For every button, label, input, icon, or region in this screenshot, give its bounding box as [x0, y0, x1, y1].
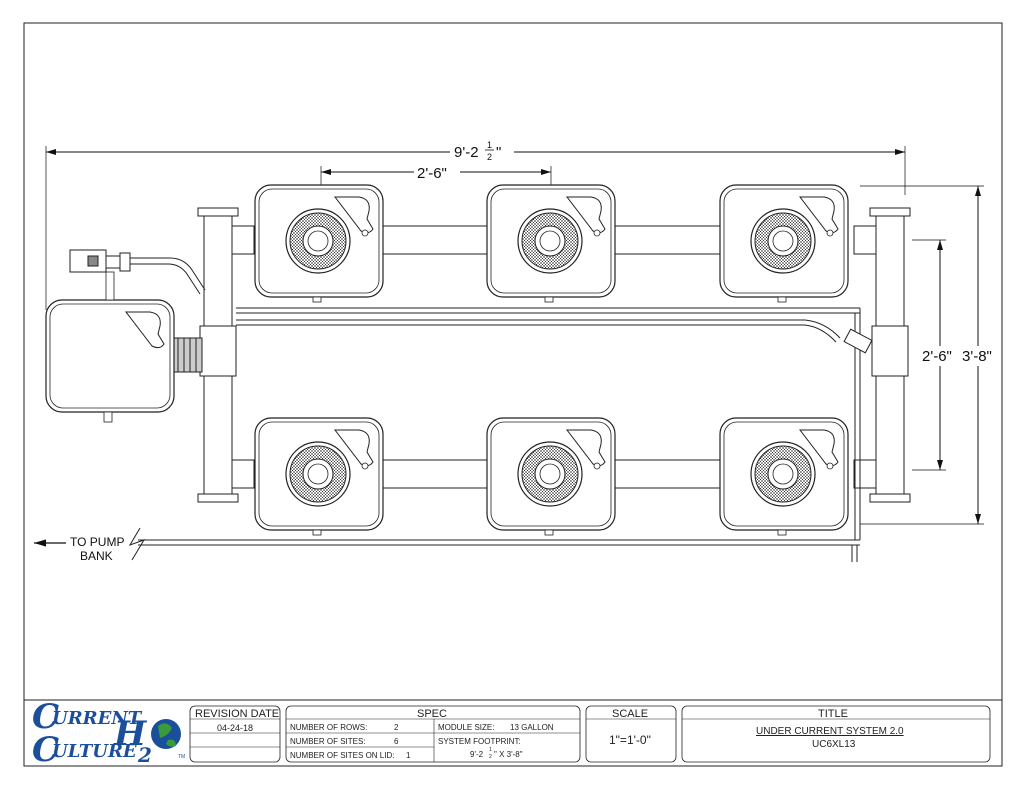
controller-bucket [45, 271, 175, 423]
overall-width-label: 3'-8" [962, 348, 992, 365]
scale-value: 1"=1'-0" [609, 733, 651, 747]
pump-label-line2: BANK [80, 549, 113, 563]
lid-value: 1 [406, 751, 411, 760]
svg-text:2: 2 [489, 754, 492, 760]
module-bottom-2 [486, 417, 616, 536]
svg-text:H: H [113, 714, 148, 754]
left-manifold [171, 207, 255, 503]
lid-label: NUMBER OF SITES ON LID: [290, 751, 394, 760]
spec-header: SPEC [417, 708, 447, 720]
module-connectors [381, 225, 721, 489]
module-bottom-3 [719, 417, 849, 536]
overall-width-dimension: 3'-8" [860, 185, 1000, 525]
model-value: UC6XL13 [812, 739, 856, 750]
valve-assembly [69, 249, 206, 295]
row-spacing-dimension: 2'-6" [912, 239, 960, 471]
right-manifold [853, 207, 911, 503]
overall-length-whole: 9'-2 [454, 144, 479, 161]
title-block: C URRENT C ULTURE H 2 TM REVISION DATE 0… [24, 697, 1002, 770]
svg-text:ULTURE: ULTURE [52, 741, 137, 762]
module-spacing-label: 2'-6" [417, 165, 447, 182]
svg-text:URRENT: URRENT [52, 708, 143, 729]
svg-text:2: 2 [137, 743, 152, 767]
svg-text:C: C [32, 697, 59, 737]
rows-label: NUMBER OF ROWS: [290, 723, 367, 732]
title-value: UNDER CURRENT SYSTEM 2.0 [756, 726, 904, 737]
module-top-3 [719, 184, 849, 303]
overall-length-frac-den: 2 [487, 152, 492, 162]
title-header: TITLE [818, 708, 848, 720]
revision-date: 04-24-18 [217, 723, 253, 733]
row-spacing-label: 2'-6" [922, 348, 952, 365]
module-size-label: MODULE SIZE: [438, 723, 494, 732]
pump-bank-callout: TO PUMP BANK [34, 527, 146, 563]
svg-text:1: 1 [489, 747, 492, 753]
module-top-1 [254, 184, 384, 303]
sites-value: 6 [394, 737, 399, 746]
pump-label-line1: TO PUMP [70, 535, 124, 549]
overall-length-dimension: 9'-2 1 2 " [45, 138, 906, 310]
footprint-label: SYSTEM FOOTPRINT: [438, 737, 521, 746]
sheet-border [23, 22, 1003, 767]
svg-text:C: C [32, 730, 59, 770]
svg-text:TM: TM [178, 754, 185, 760]
rows-value: 2 [394, 723, 399, 732]
svg-text:9'-2: 9'-2 [470, 750, 484, 759]
overall-length-frac-num: 1 [487, 140, 492, 150]
module-top-2 [486, 184, 616, 303]
module-bottom-1 [254, 417, 384, 536]
company-logo: C URRENT C ULTURE H 2 TM [32, 697, 185, 770]
revision-header: REVISION DATE [195, 708, 279, 720]
sites-label: NUMBER OF SITES: [290, 737, 366, 746]
scale-header: SCALE [612, 708, 648, 720]
footprint-value: 9'-2 1 2 " X 3'-8" [470, 747, 523, 760]
return-lines [138, 307, 873, 562]
svg-text:9'-2: 9'-2 [454, 144, 479, 161]
svg-text:" X 3'-8": " X 3'-8" [494, 750, 523, 759]
overall-length-inch: " [496, 144, 501, 161]
module-size-value: 13 GALLON [510, 723, 554, 732]
